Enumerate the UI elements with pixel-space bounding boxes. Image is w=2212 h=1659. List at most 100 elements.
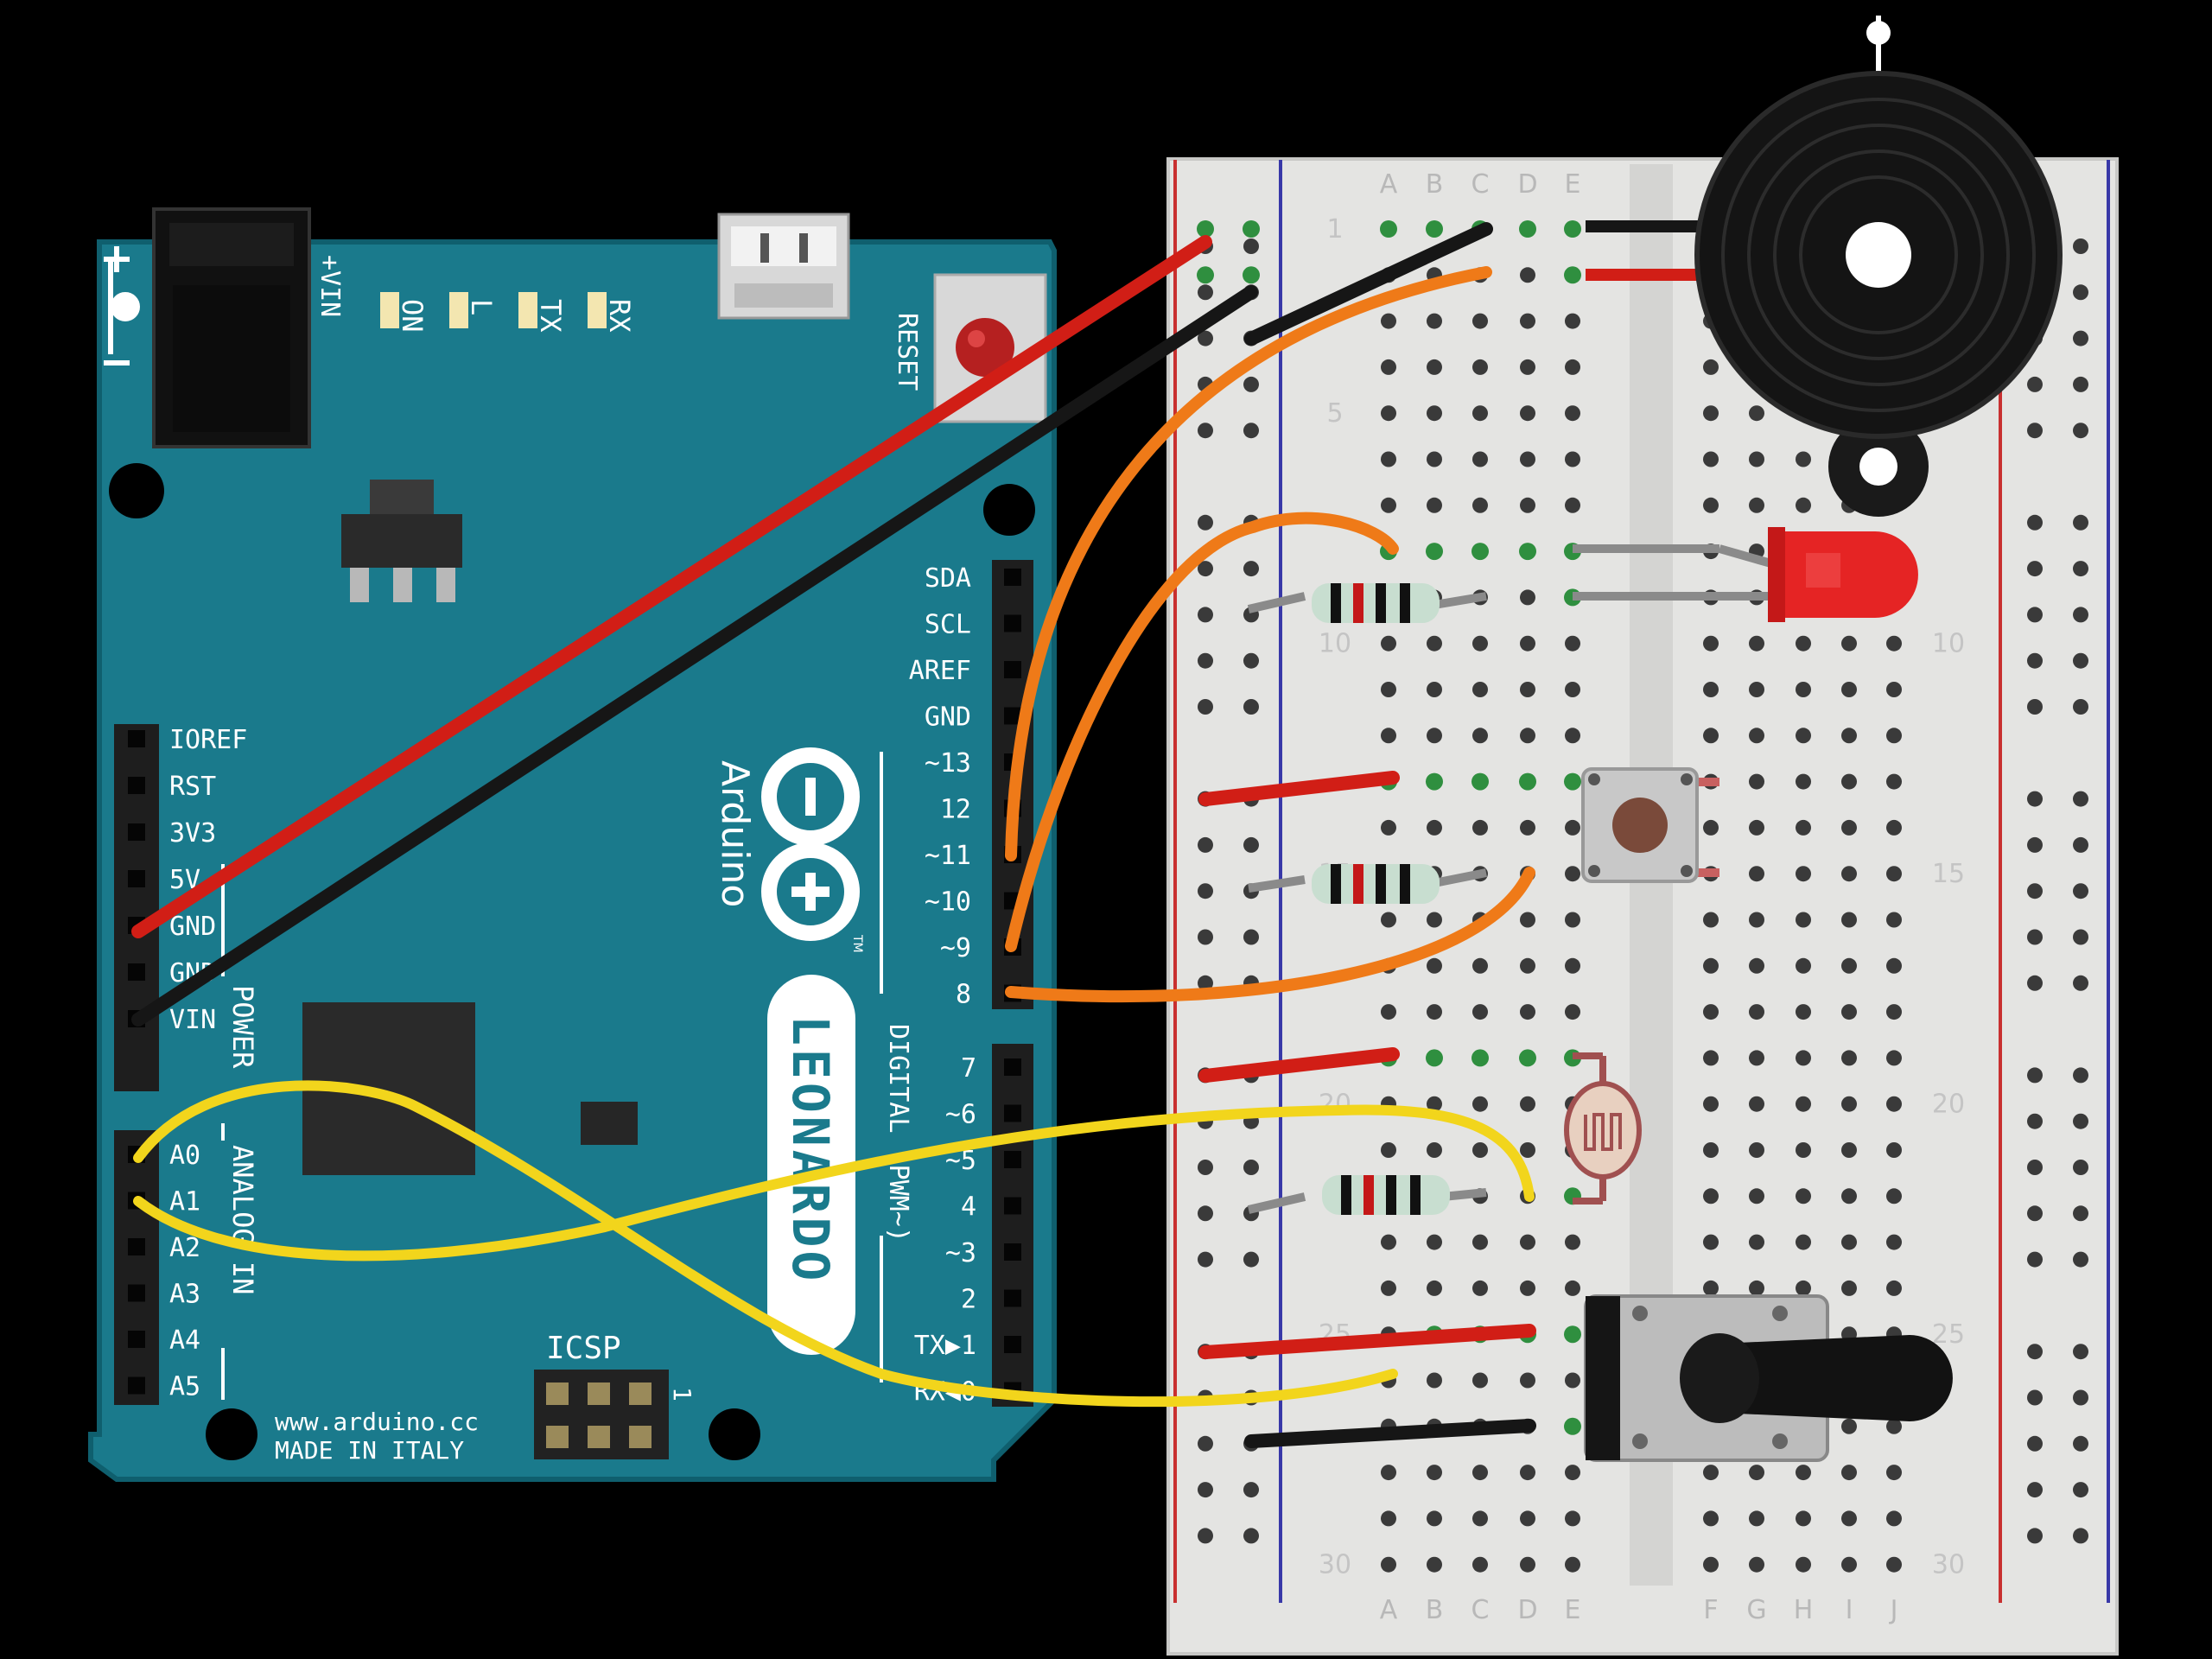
breadboard-hole bbox=[1472, 1234, 1488, 1250]
breadboard-hole bbox=[1520, 405, 1535, 422]
pin-hole bbox=[128, 1238, 145, 1255]
breadboard-hole bbox=[1427, 1096, 1442, 1112]
pin-hole bbox=[128, 1331, 145, 1348]
photoresistor[interactable] bbox=[1564, 1052, 1642, 1205]
breadboard-hole bbox=[1472, 1465, 1488, 1481]
breadboard-hole bbox=[1520, 1556, 1535, 1573]
breadboard-hole bbox=[1520, 1510, 1535, 1527]
digital-pin-label: ~6 bbox=[945, 1100, 976, 1130]
column-label: I bbox=[1846, 1595, 1853, 1625]
breadboard-hole bbox=[1886, 773, 1902, 790]
digital-pin-label: SCL bbox=[925, 610, 971, 640]
rail-hole bbox=[1198, 836, 1213, 853]
rail-hole bbox=[1243, 561, 1259, 577]
analog-header bbox=[114, 1130, 159, 1405]
breadboard-hole bbox=[1520, 1280, 1535, 1296]
breadboard-hole bbox=[1841, 1510, 1857, 1527]
pin-hole bbox=[1004, 1151, 1021, 1168]
row-number: 10 bbox=[1319, 629, 1351, 659]
breadboard-hole bbox=[1427, 682, 1442, 697]
rail-hole bbox=[1198, 514, 1213, 531]
piezo-buzzer[interactable] bbox=[1586, 16, 2063, 517]
led-label-tx: TX bbox=[534, 299, 567, 333]
breadboard-hole bbox=[1565, 635, 1580, 652]
breadboard-hole bbox=[1886, 1142, 1902, 1158]
breadboard-hole bbox=[1427, 957, 1442, 974]
breadboard-hole bbox=[1886, 1096, 1902, 1112]
breadboard-hole bbox=[1427, 497, 1442, 513]
rail-hole bbox=[1198, 1160, 1213, 1175]
mounting-hole bbox=[206, 1408, 257, 1460]
breadboard-hole-connected bbox=[1564, 772, 1581, 791]
breadboard-hole bbox=[1381, 359, 1396, 375]
breadboard-hole bbox=[1520, 728, 1535, 744]
breadboard-hole bbox=[1427, 405, 1442, 422]
rail-hole bbox=[2073, 514, 2088, 531]
pin-hole bbox=[1004, 707, 1021, 725]
analog-pin-label: A3 bbox=[169, 1280, 200, 1310]
rail-hole bbox=[2073, 652, 2088, 669]
breadboard-hole bbox=[1472, 497, 1488, 513]
potentiometer[interactable] bbox=[1584, 1294, 1953, 1462]
breadboard-hole bbox=[1841, 1465, 1857, 1481]
rail-hole bbox=[2073, 238, 2088, 254]
breadboard-hole bbox=[1703, 957, 1719, 974]
breadboard-hole bbox=[1565, 819, 1580, 836]
rail-hole bbox=[1198, 1528, 1213, 1544]
rail-hole bbox=[2027, 791, 2043, 807]
breadboard-hole-connected bbox=[1426, 772, 1443, 791]
rail-hole bbox=[2027, 929, 2043, 945]
breadboard-hole bbox=[1565, 451, 1580, 467]
breadboard-hole bbox=[1472, 1142, 1488, 1158]
jumper-red bbox=[1198, 1324, 1536, 1359]
breadboard-hole bbox=[1703, 497, 1719, 513]
breadboard-hole bbox=[1886, 866, 1902, 882]
red-led[interactable] bbox=[1573, 527, 1918, 622]
breadboard-jumpers bbox=[1198, 222, 1536, 1448]
pin-hole bbox=[1004, 1243, 1021, 1261]
breadboard-hole bbox=[1565, 682, 1580, 697]
digital-pin-label: ~3 bbox=[945, 1238, 976, 1268]
vin-label: +VIN bbox=[315, 255, 345, 317]
breadboard-hole bbox=[1703, 1234, 1719, 1250]
icsp-pin bbox=[546, 1382, 569, 1405]
breadboard-hole bbox=[1841, 912, 1857, 928]
breadboard-hole-connected bbox=[1197, 220, 1214, 238]
breadboard-hole bbox=[1749, 1050, 1764, 1066]
breadboard-hole bbox=[1886, 1418, 1902, 1434]
breadboard-hole bbox=[1886, 1280, 1902, 1296]
breadboard-hole bbox=[1472, 405, 1488, 422]
breadboard-hole bbox=[1749, 1510, 1764, 1527]
pin-hole bbox=[128, 1284, 145, 1302]
column-label: G bbox=[1746, 1595, 1766, 1625]
breadboard-hole bbox=[1841, 1096, 1857, 1112]
breadboard-hole bbox=[1703, 912, 1719, 928]
wire-gnd-black bbox=[131, 285, 1258, 1027]
breadboard-hole bbox=[1749, 728, 1764, 744]
breadboard-hole bbox=[1520, 819, 1535, 836]
rail-hole bbox=[1243, 1251, 1259, 1268]
row-number: 30 bbox=[1319, 1550, 1351, 1580]
breadboard-hole bbox=[1472, 728, 1488, 744]
breadboard-hole bbox=[1749, 1465, 1764, 1481]
breadboard-hole bbox=[1841, 1142, 1857, 1158]
breadboard-hole bbox=[1520, 912, 1535, 928]
breadboard-hole bbox=[1886, 819, 1902, 836]
breadboard-hole bbox=[1381, 1556, 1396, 1573]
pushbutton[interactable] bbox=[1581, 767, 1719, 883]
breadboard-hole bbox=[1520, 682, 1535, 697]
rail-hole bbox=[2027, 699, 2043, 715]
breadboard-hole bbox=[1749, 1004, 1764, 1020]
column-label: F bbox=[1703, 1595, 1718, 1625]
breadboard-hole bbox=[1472, 682, 1488, 697]
breadboard-hole bbox=[1841, 728, 1857, 744]
breadboard-hole bbox=[1427, 313, 1442, 329]
breadboard-hole bbox=[1703, 1142, 1719, 1158]
rail-hole bbox=[1243, 423, 1259, 439]
breadboard-hole-connected bbox=[1519, 1049, 1536, 1067]
rail-hole bbox=[2073, 607, 2088, 623]
breadboard-hole bbox=[1749, 682, 1764, 697]
icsp-header bbox=[534, 1370, 669, 1459]
pin-hole bbox=[128, 963, 145, 981]
